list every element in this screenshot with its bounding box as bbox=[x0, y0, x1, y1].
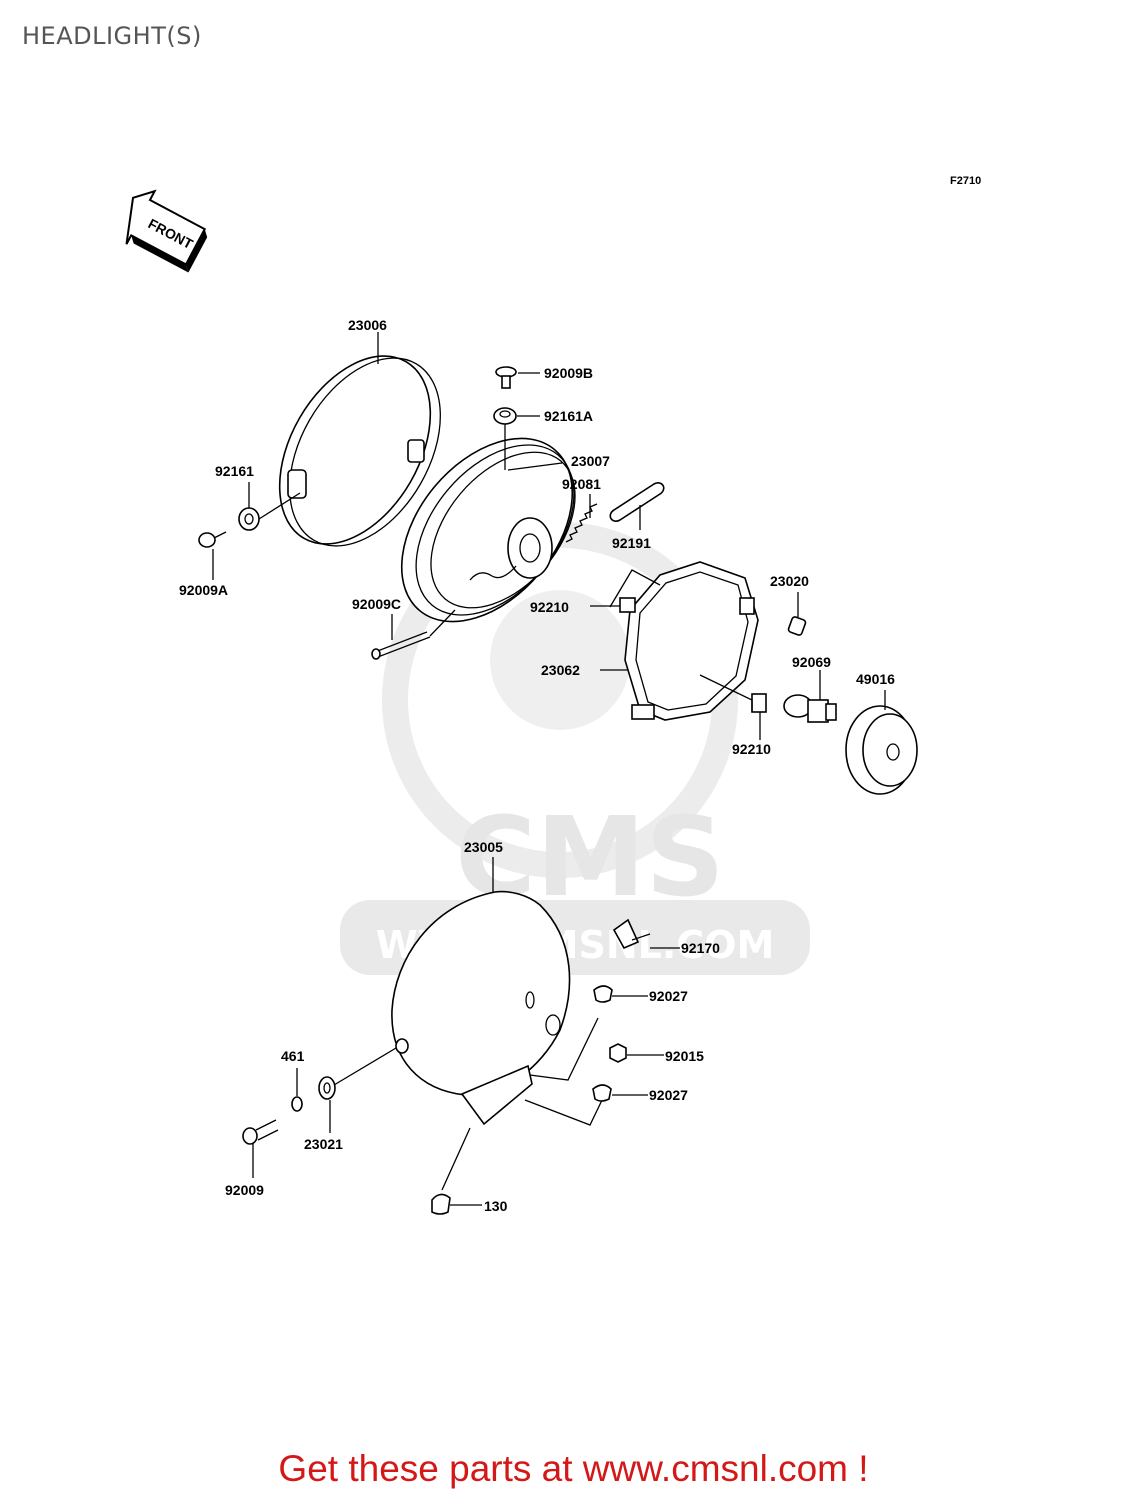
cap-23020 bbox=[787, 592, 807, 636]
clip-92170 bbox=[612, 918, 680, 950]
label-92009c[interactable]: 92009C bbox=[352, 596, 401, 612]
screw-92009c bbox=[371, 609, 456, 660]
label-92015[interactable]: 92015 bbox=[665, 1048, 704, 1064]
label-92081[interactable]: 92081 bbox=[562, 476, 601, 492]
bolt-130 bbox=[431, 1127, 482, 1215]
sleeve-92191 bbox=[609, 482, 665, 530]
label-23021[interactable]: 23021 bbox=[304, 1136, 343, 1152]
label-49016[interactable]: 49016 bbox=[856, 671, 895, 687]
collar-92027-lower bbox=[592, 1084, 648, 1102]
grommet-92161a bbox=[493, 407, 540, 470]
footer-link[interactable]: Get these parts at www.cmsnl.com ! bbox=[278, 1448, 869, 1489]
collar-92027-upper bbox=[593, 985, 648, 1003]
label-92210-lower[interactable]: 92210 bbox=[732, 741, 771, 757]
label-23005[interactable]: 23005 bbox=[464, 839, 503, 855]
label-461[interactable]: 461 bbox=[281, 1048, 305, 1064]
nut-92210-lower bbox=[699, 674, 767, 740]
page-title: HEADLIGHT(S) bbox=[22, 22, 202, 50]
label-92027-upper[interactable]: 92027 bbox=[649, 988, 688, 1004]
figure-code: F2710 bbox=[950, 175, 981, 187]
screw-92009a bbox=[198, 531, 227, 580]
label-92161[interactable]: 92161 bbox=[215, 463, 254, 479]
label-92009[interactable]: 92009 bbox=[225, 1182, 264, 1198]
headlight-housing bbox=[400, 437, 576, 623]
label-130[interactable]: 130 bbox=[484, 1198, 508, 1214]
label-92170[interactable]: 92170 bbox=[681, 940, 720, 956]
nut-92015 bbox=[609, 1043, 664, 1063]
label-23007[interactable]: 23007 bbox=[571, 453, 610, 469]
grommet-92161 bbox=[238, 482, 301, 531]
label-92161a[interactable]: 92161A bbox=[544, 408, 593, 424]
label-23006[interactable]: 23006 bbox=[348, 317, 387, 333]
screw-92009 bbox=[242, 1119, 279, 1178]
label-92069[interactable]: 92069 bbox=[792, 654, 831, 670]
part-labels: 23006 92009B 92161A 23007 92161 92081 92… bbox=[179, 317, 895, 1214]
front-arrow-icon: FRONT bbox=[125, 189, 208, 273]
screw-92009b bbox=[495, 366, 540, 389]
headlight-cover bbox=[391, 857, 605, 1126]
mounting-bracket bbox=[600, 561, 759, 721]
bulb-92069 bbox=[783, 670, 837, 723]
nut-92210-upper bbox=[590, 597, 636, 613]
headlight-rim bbox=[278, 332, 441, 547]
label-92210-upper[interactable]: 92210 bbox=[530, 599, 569, 615]
label-92191[interactable]: 92191 bbox=[612, 535, 651, 551]
label-92027-lower[interactable]: 92027 bbox=[649, 1087, 688, 1103]
washer-461 bbox=[291, 1068, 303, 1112]
spring-92081 bbox=[565, 494, 598, 543]
label-92009a[interactable]: 92009A bbox=[179, 582, 228, 598]
label-23062[interactable]: 23062 bbox=[541, 662, 580, 678]
label-92009b[interactable]: 92009B bbox=[544, 365, 593, 381]
dust-cover-49016 bbox=[845, 690, 918, 795]
label-23020[interactable]: 23020 bbox=[770, 573, 809, 589]
grommet-23021 bbox=[318, 1047, 397, 1133]
